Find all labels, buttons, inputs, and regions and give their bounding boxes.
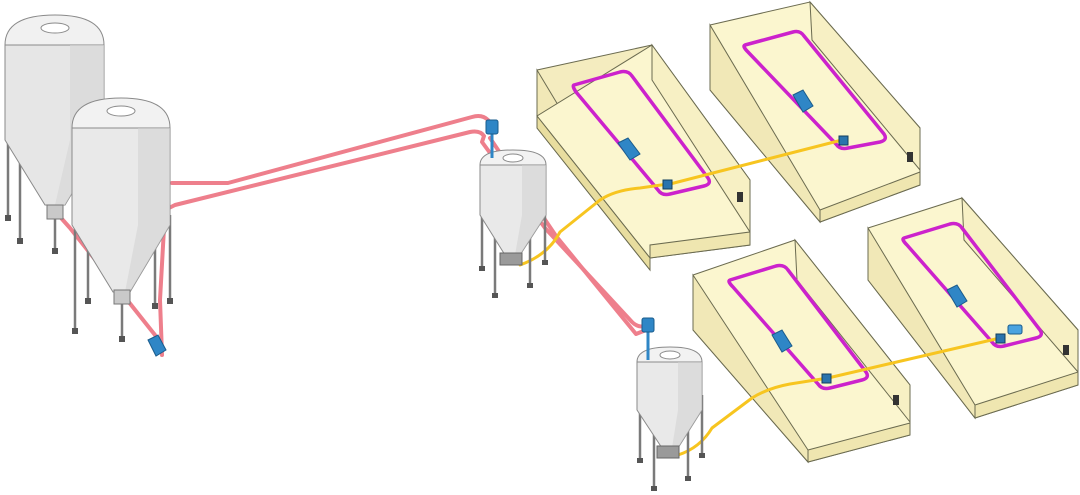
main-pipe-drop [158, 208, 167, 357]
feeder-box-icon [893, 395, 899, 405]
motor-unit-icon [485, 119, 499, 135]
motor-unit-icon [662, 179, 673, 190]
feed-pipe-small-silo-2 [676, 376, 830, 457]
feed-pipes [518, 138, 1002, 457]
loop-pipes [571, 29, 1044, 391]
feed-pen-bottom-left [692, 238, 911, 464]
feed-pipe-pen-link-top [668, 138, 844, 186]
junction-drives [662, 135, 1006, 384]
riser-pipes [490, 130, 650, 360]
motor-unit-icon [821, 373, 832, 384]
feeder-box-icon [1063, 345, 1069, 355]
motor-unit-icon [617, 137, 641, 161]
small-silo-2 [636, 346, 705, 491]
motor-unit-icon [995, 333, 1006, 344]
feeder-box-icon [907, 152, 913, 162]
motor-unit-icon [771, 329, 793, 353]
large-silo-front [71, 97, 173, 342]
feed-pen-top-left [536, 43, 751, 272]
loop-pipe-pen-1 [571, 69, 712, 197]
loop-pipe-pen-4 [901, 221, 1044, 349]
loop-pipe-pen-2 [742, 29, 888, 151]
feed-pipe-small-silo-1 [518, 182, 670, 267]
feed-pen-top-right [709, 0, 921, 224]
motor-unit-icon [792, 89, 814, 113]
feed-pen-bottom-right [867, 196, 1079, 420]
motor-unit-icon [838, 135, 849, 146]
loop-pipe-pen-3 [727, 263, 870, 391]
motor-unit-icon [641, 317, 655, 333]
motor-units [147, 89, 1023, 357]
small-silo-1 [479, 149, 548, 298]
motor-unit-icon [147, 334, 167, 357]
feeder-box-icon [737, 192, 743, 202]
motor-unit-icon [946, 284, 968, 308]
motor-unit-icon [1007, 324, 1023, 335]
main-pipe-upper [170, 114, 494, 185]
feed-pipe-pen-link-bottom [826, 336, 1002, 380]
